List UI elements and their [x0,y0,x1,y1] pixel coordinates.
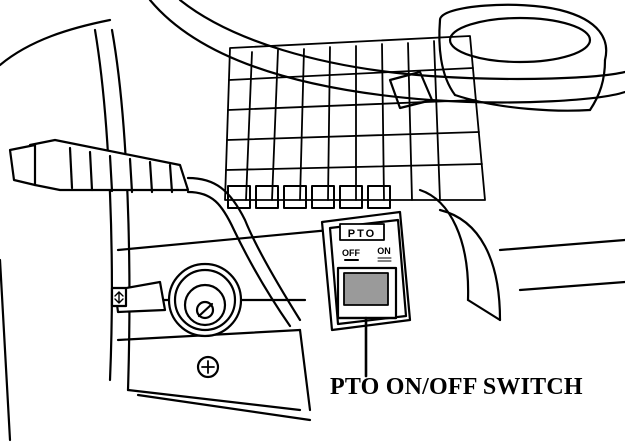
shift-lever [8,138,302,328]
pto-panel-title: PTO [348,228,376,240]
fuel-cap-cylinder [388,3,608,112]
panel-screw [196,355,220,379]
indicator-lights [227,185,391,209]
pto-rocker-switch[interactable] [336,266,398,320]
pto-off-label: OFF [342,248,360,258]
instrument-grille [224,35,486,201]
steering-wheel [148,0,625,104]
pto-on-label: ON [377,246,391,256]
right-frame [418,188,625,322]
dashboard-body [0,18,332,442]
pto-switch-callout-label: PTO ON/OFF SWITCH [330,374,583,400]
ignition-key-switch [110,262,243,338]
